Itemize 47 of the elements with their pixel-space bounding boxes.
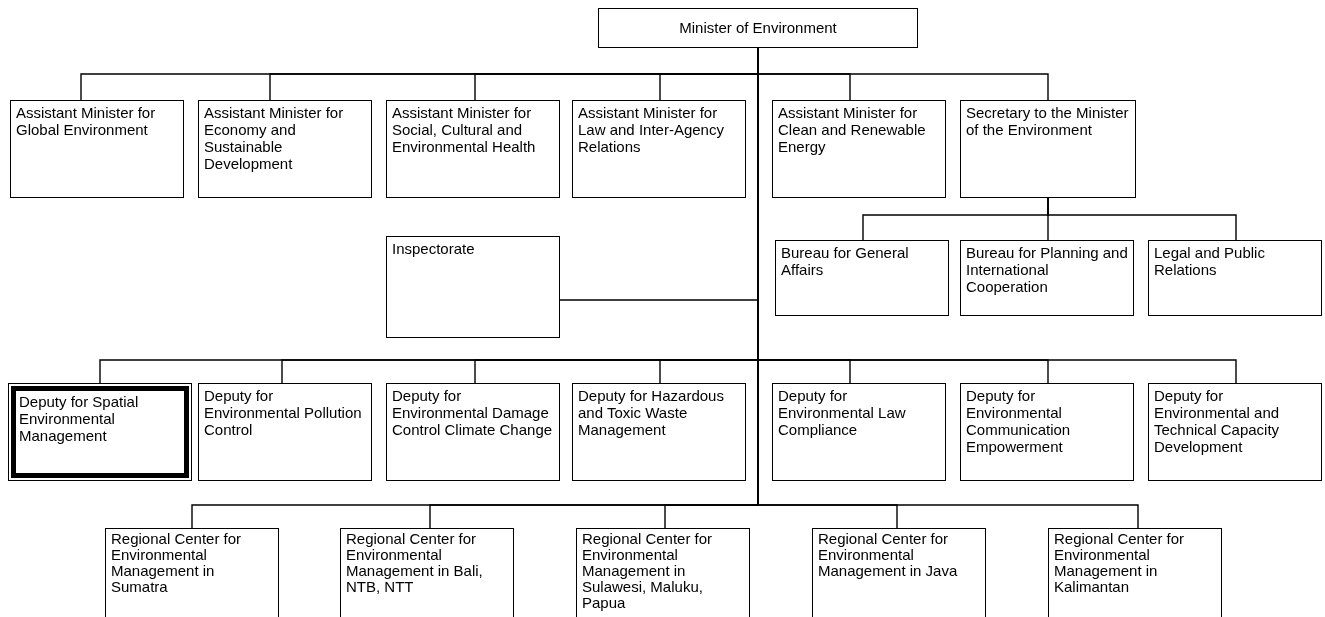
org-box <box>386 383 560 481</box>
org-box <box>340 528 514 617</box>
org-box <box>812 528 986 617</box>
org-box <box>960 240 1134 316</box>
org-box <box>572 383 746 481</box>
box-label: Regional Center for Environmental Management in Sumatra <box>111 531 243 595</box>
box-label: Assistant Minister for Law and Inter-Agency Relations <box>578 104 725 155</box>
org-box <box>960 100 1136 198</box>
box-label: Legal and Public Relations <box>1154 244 1266 278</box>
box-label: Inspectorate <box>392 240 476 257</box>
box-label: Deputy for Environmental Pollution Control <box>204 387 363 438</box>
org-box <box>386 100 560 198</box>
box-label: Minister of Environment <box>678 19 838 36</box>
org-box <box>772 100 946 198</box>
org-box <box>598 8 918 48</box>
box-label: Deputy for Hazardous and Toxic Waste Management <box>578 387 725 438</box>
box-label: Deputy for Environmental and Technical Capacity Development <box>1154 387 1281 455</box>
org-box <box>1148 383 1322 481</box>
org-box <box>775 240 949 316</box>
org-box <box>960 383 1134 481</box>
box-label: Assistant Minister for Social, Cultural and Environmental Health <box>392 104 537 155</box>
connector-line <box>1047 197 1237 241</box>
org-box <box>10 100 184 198</box>
box-label: Regional Center for Environmental Management in Java <box>818 531 959 579</box>
box-label: Bureau for General Affairs <box>781 244 910 278</box>
box-label: Deputy for Environmental Damage Control Climate Change <box>392 387 554 438</box>
org-box <box>105 528 279 617</box>
box-label: Assistant Minister for Global Environment <box>16 104 157 138</box>
org-box <box>772 383 946 481</box>
box-label: Assistant Minister for Economy and Sustainable Development <box>204 104 345 172</box>
box-label: Secretary to the Minister of the Environment <box>966 104 1130 138</box>
box-label: Assistant Minister for Clean and Renewable Energy <box>778 104 927 155</box>
org-box <box>8 383 192 481</box>
org-box <box>1048 528 1222 617</box>
org-box <box>1148 240 1322 316</box>
box-label: Deputy for Environmental Communication Empowerment <box>966 387 1072 455</box>
org-box <box>198 100 372 198</box>
box-label: Regional Center for Environmental Management in Bali, NTB, NTT <box>346 531 484 595</box>
box-label: Deputy for Environmental Law Compliance <box>778 387 907 438</box>
box-label: Bureau for Planning and International Cooperation <box>966 244 1128 295</box>
box-label: Deputy for Spatial Environmental Management <box>19 393 140 444</box>
org-box <box>572 100 746 198</box>
org-box <box>386 236 560 338</box>
box-label: Regional Center for Environmental Management in Kalimantan <box>1054 531 1186 595</box>
org-box <box>576 528 750 617</box>
org-box <box>198 383 372 481</box>
box-label: Regional Center for Environmental Management in Sulawesi, Maluku, Papua <box>582 531 714 611</box>
